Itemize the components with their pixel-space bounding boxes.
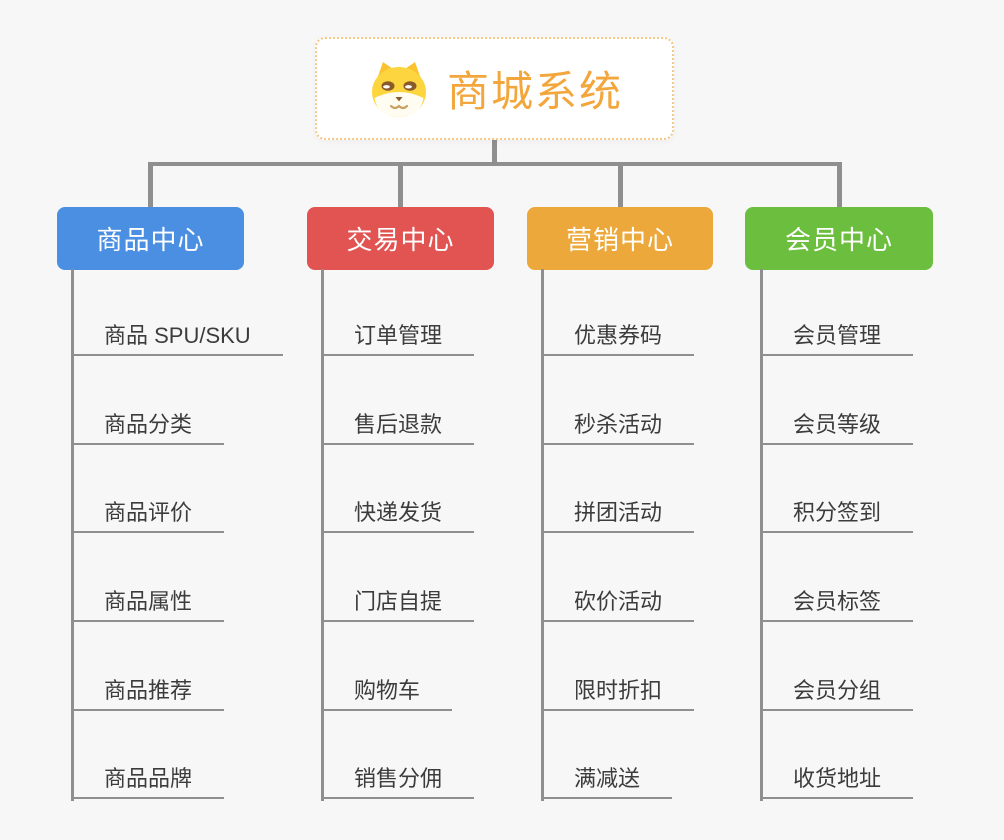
branch-children-column: 商品 SPU/SKU 商品分类商品评价商品属性商品推荐商品品牌 xyxy=(71,269,301,801)
branch-node-0[interactable]: 商品中心 xyxy=(57,207,244,270)
leaf-node[interactable]: 砍价活动 xyxy=(541,582,695,622)
leaf-node[interactable]: 商品推荐 xyxy=(71,671,225,711)
leaf-node[interactable]: 订单管理 xyxy=(321,316,475,356)
branch-children-column: 优惠券码秒杀活动拼团活动砍价活动限时折扣满减送 xyxy=(541,269,771,801)
leaf-node[interactable]: 商品评价 xyxy=(71,493,225,533)
root-label: 商城系统 xyxy=(446,68,623,115)
leaf-node[interactable]: 会员管理 xyxy=(760,316,914,356)
connector-root-stub xyxy=(492,140,497,166)
leaf-node[interactable]: 购物车 xyxy=(321,671,453,711)
leaf-node[interactable]: 售后退款 xyxy=(321,405,475,445)
connector-branch-stub xyxy=(618,162,623,207)
leaf-node[interactable]: 会员分组 xyxy=(760,671,914,711)
leaf-node[interactable]: 优惠券码 xyxy=(541,316,695,356)
branch-label: 会员中心 xyxy=(784,225,893,255)
leaf-node[interactable]: 满减送 xyxy=(541,759,673,799)
leaf-node[interactable]: 会员标签 xyxy=(760,582,914,622)
leaf-node[interactable]: 收货地址 xyxy=(760,759,914,799)
connector-bus xyxy=(150,162,841,166)
leaf-node[interactable]: 限时折扣 xyxy=(541,671,695,711)
leaf-node[interactable]: 积分签到 xyxy=(760,493,914,533)
leaf-node[interactable]: 销售分佣 xyxy=(321,759,475,799)
connector-branch-stub xyxy=(398,162,403,207)
leaf-node[interactable]: 会员等级 xyxy=(760,405,914,445)
branch-children-column: 会员管理会员等级积分签到会员标签会员分组收货地址 xyxy=(760,269,990,801)
leaf-node[interactable]: 门店自提 xyxy=(321,582,475,622)
leaf-node[interactable]: 秒杀活动 xyxy=(541,405,695,445)
branch-label: 商品中心 xyxy=(96,225,205,255)
leaf-node[interactable]: 商品属性 xyxy=(71,582,225,622)
leaf-node[interactable]: 商品 SPU/SKU xyxy=(71,316,283,356)
dog-face-icon xyxy=(371,61,426,117)
branch-label: 营销中心 xyxy=(565,225,674,255)
branch-label: 交易中心 xyxy=(346,225,455,255)
branch-node-2[interactable]: 营销中心 xyxy=(527,207,713,270)
root-node[interactable]: 商城系统 xyxy=(315,37,674,140)
branch-node-1[interactable]: 交易中心 xyxy=(307,207,494,270)
leaf-node[interactable]: 商品品牌 xyxy=(71,759,225,799)
leaf-node[interactable]: 快递发货 xyxy=(321,493,475,533)
connector-branch-stub xyxy=(148,162,153,207)
connector-branch-stub xyxy=(837,162,842,207)
leaf-node[interactable]: 拼团活动 xyxy=(541,493,695,533)
branch-node-3[interactable]: 会员中心 xyxy=(745,207,933,270)
branch-children-column: 订单管理售后退款快递发货门店自提购物车销售分佣 xyxy=(321,269,551,801)
leaf-node[interactable]: 商品分类 xyxy=(71,405,225,445)
